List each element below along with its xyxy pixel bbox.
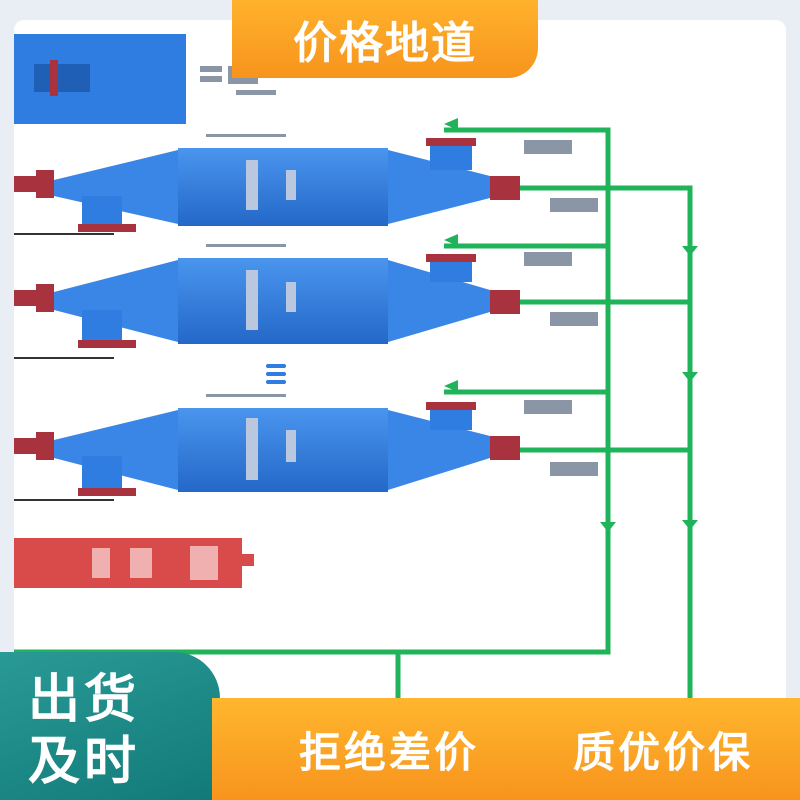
top-banner-text: 价格地道 [293, 18, 477, 69]
cabinet-handle [50, 60, 58, 96]
arrow-left-icon [444, 234, 458, 246]
delivery-badge-line-2: 及时 [28, 732, 141, 792]
arrow-down-icon [682, 520, 698, 530]
slogan-2: 质优价保 [572, 727, 753, 777]
process-flow-diagram [14, 34, 698, 710]
arrow-down-icon [682, 372, 698, 382]
vessel-row-1 [14, 134, 598, 235]
slogan-1: 拒绝差价 [298, 727, 479, 777]
arrow-left-icon [444, 118, 458, 130]
ellipsis-icon [266, 364, 286, 384]
top-banner: 价格地道 [232, 0, 538, 78]
delivery-badge: 出货 及时 [0, 652, 220, 800]
slogan-banner: 拒绝差价 质优价保 [212, 698, 800, 800]
arrow-left-icon [444, 380, 458, 392]
green-pipe-network [14, 127, 693, 710]
arrow-down-icon [600, 522, 616, 532]
arrow-down-icon [682, 246, 698, 256]
vessel-row-3 [14, 394, 598, 501]
delivery-badge-line-1: 出货 [28, 670, 141, 730]
cabinet-door [34, 64, 90, 92]
vessel-row-2 [14, 244, 598, 359]
